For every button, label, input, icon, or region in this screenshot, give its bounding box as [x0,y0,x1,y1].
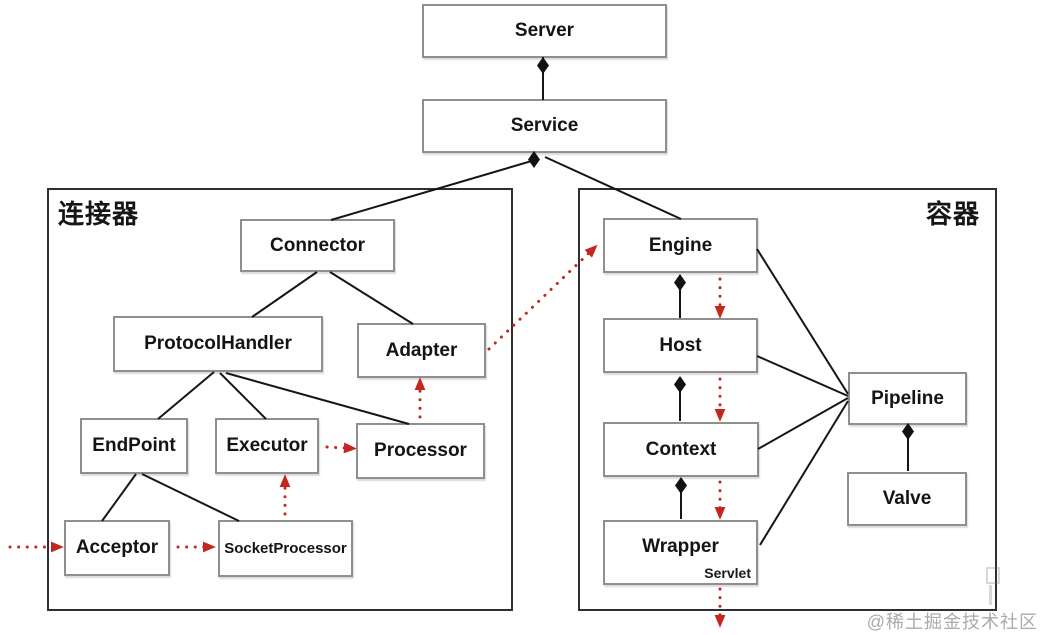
node-endpoint-label: EndPoint [92,435,176,456]
node-service: Service [422,99,667,153]
node-service-label: Service [510,115,579,136]
node-pipeline: Pipeline [848,372,967,425]
watermark-text: @稀土掘金技术社区 [866,612,1038,632]
node-endpoint: EndPoint [80,418,188,474]
node-acceptor-label: Acceptor [75,537,159,558]
node-host-label: Host [659,334,702,356]
node-engine-label: Engine [648,234,713,256]
node-processor-label: Processor [374,440,467,461]
node-pipeline-label: Pipeline [871,387,944,409]
node-servlet-label: Servlet [704,565,751,581]
container-section-label: 容器 [926,199,981,229]
node-adapter: Adapter [357,323,486,378]
node-valve: Valve [847,472,967,526]
node-valve-label: Valve [882,488,932,509]
node-context-label: Context [645,438,717,460]
node-wrapper: Wrapper Servlet [603,520,758,585]
container-section-box [578,188,997,611]
node-processor: Processor [356,423,485,479]
diamond-server [537,57,549,74]
node-acceptor: Acceptor [64,520,170,576]
node-socket-processor: SocketProcessor [218,520,353,577]
node-engine: Engine [603,218,758,273]
node-executor: Executor [215,418,319,474]
node-connector: Connector [240,219,395,272]
connector-section-box [47,188,513,611]
node-protocol-handler: ProtocolHandler [113,316,323,372]
node-server: Server [422,4,667,58]
diamond-service [528,151,540,168]
watermark-logo [984,567,1000,605]
node-server-label: Server [514,20,575,41]
node-protocol-handler-label: ProtocolHandler [144,333,292,354]
node-adapter-label: Adapter [385,339,458,361]
node-wrapper-label: Wrapper [642,535,719,557]
node-context: Context [603,422,759,477]
connector-section-label: 连接器 [58,199,140,229]
node-host: Host [603,318,758,373]
node-connector-label: Connector [270,234,365,256]
node-socket-processor-label: SocketProcessor [224,540,347,557]
node-executor-label: Executor [226,435,308,456]
